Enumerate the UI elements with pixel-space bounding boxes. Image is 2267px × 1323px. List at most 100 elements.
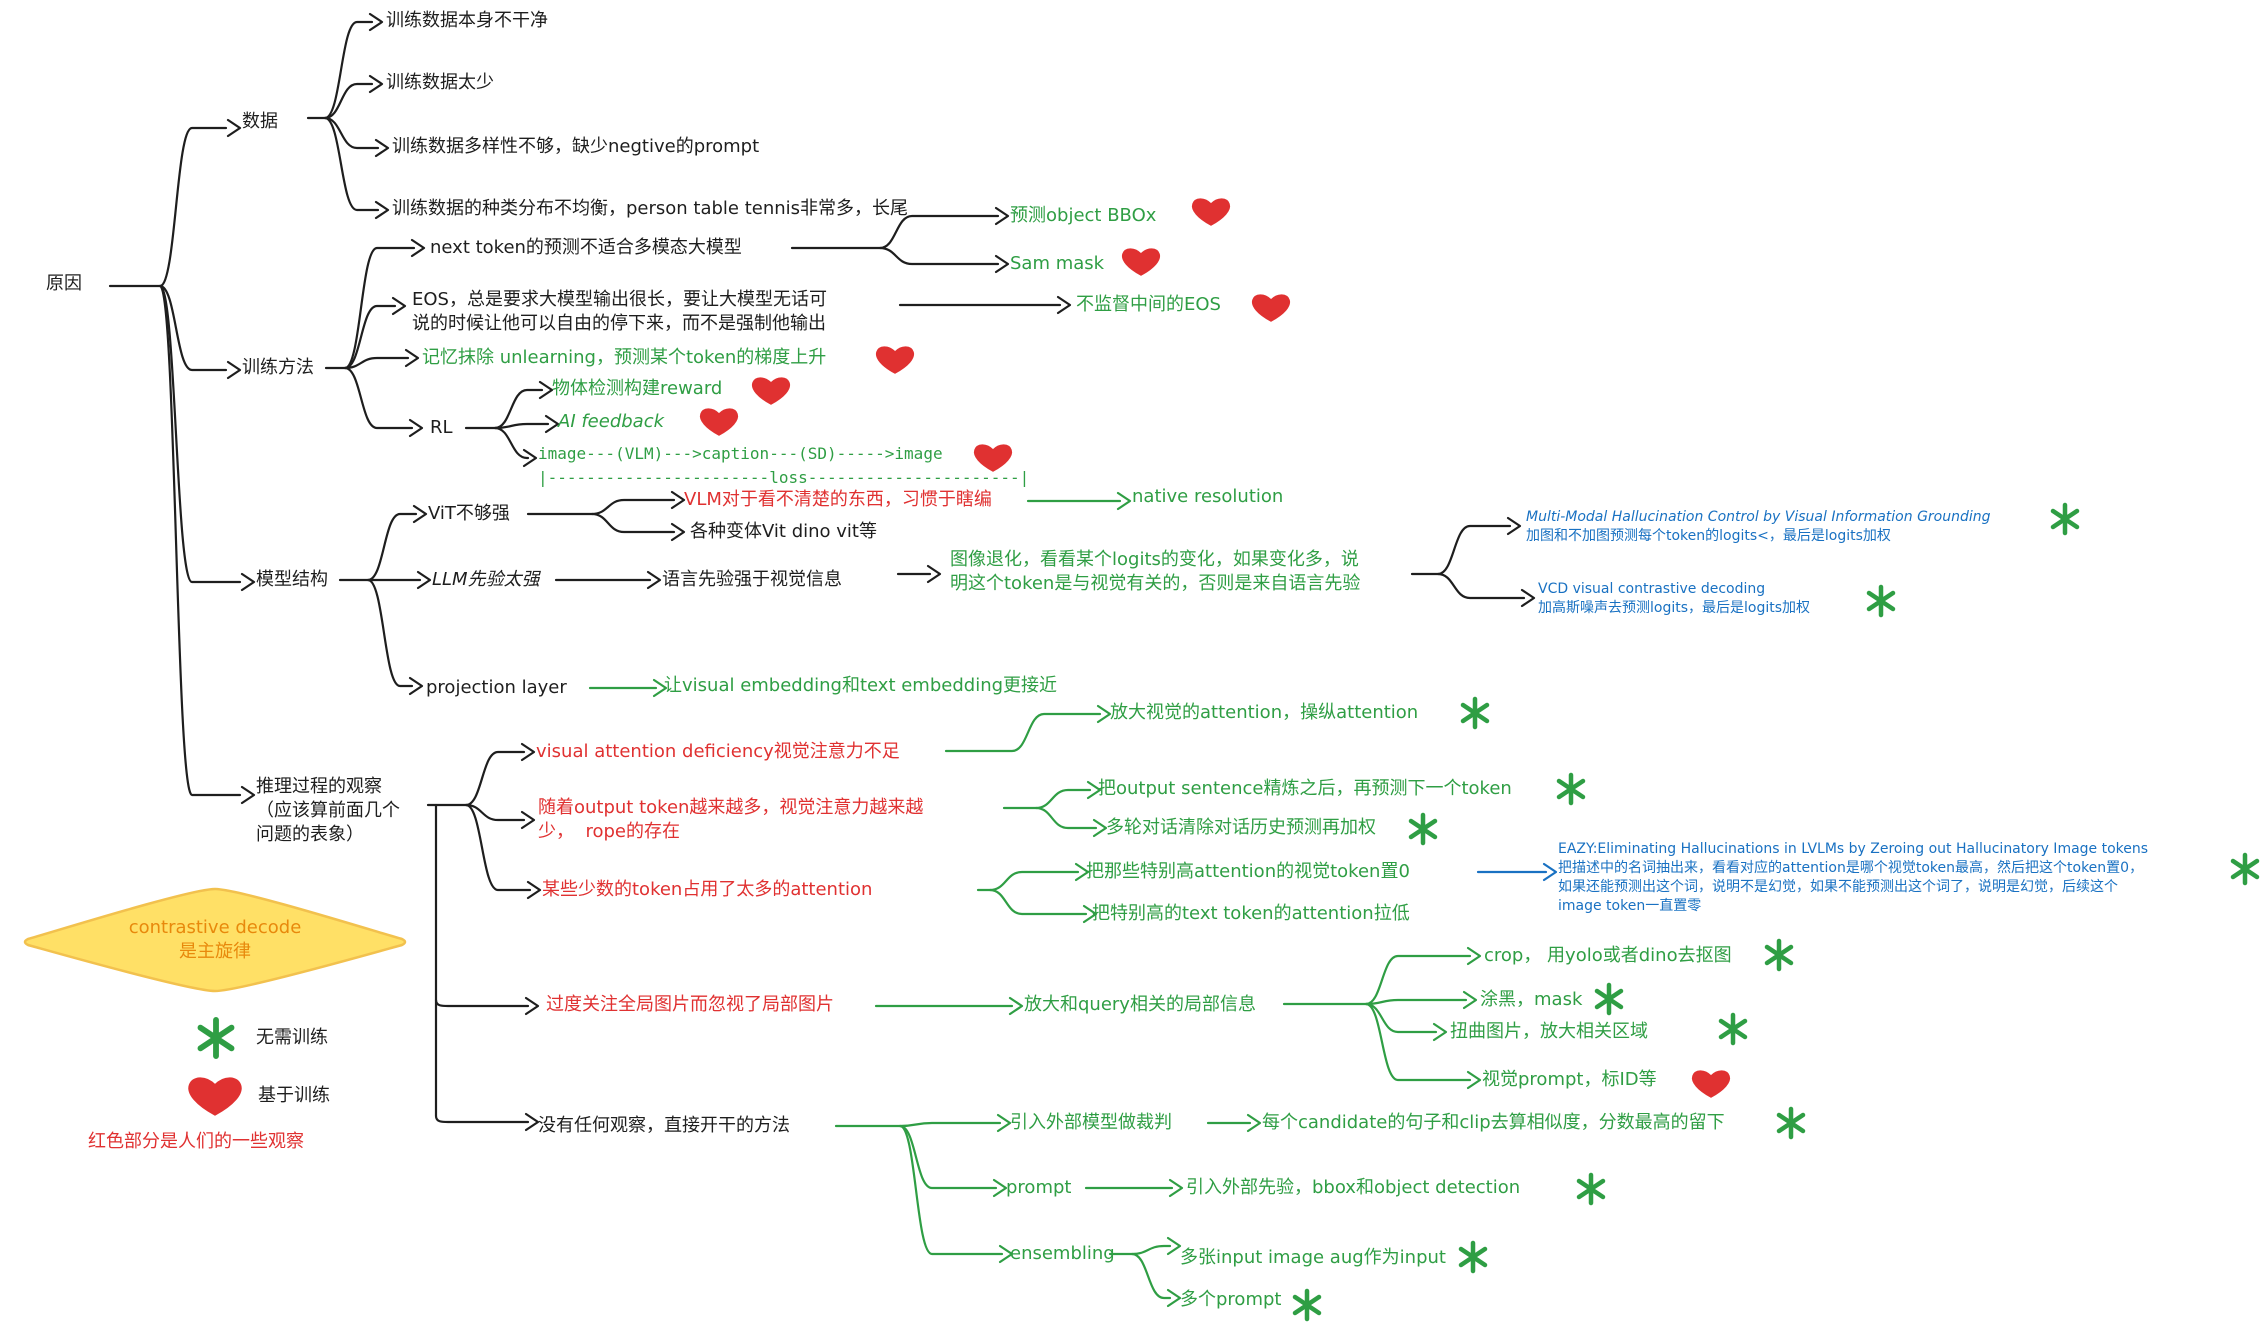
native-resolution-node: native resolution xyxy=(1132,486,1284,507)
red-heart-icon xyxy=(751,377,791,405)
green-asterisk-icon xyxy=(1594,982,1624,1016)
degradation-line: 明这个token是与视觉有关的，否则是来自语言先验 xyxy=(950,573,1361,594)
green-asterisk-icon xyxy=(1458,1240,1488,1274)
green-asterisk-icon xyxy=(1576,1172,1606,1206)
green-asterisk-icon xyxy=(2050,502,2080,536)
longer-output-line: 少， rope的存在 xyxy=(538,821,680,842)
red-heart-icon xyxy=(1251,294,1291,322)
red-heart-icon xyxy=(1691,1070,1731,1098)
multi-prompt-node: 多个prompt xyxy=(1180,1289,1282,1310)
vit-variants-node: 各种变体Vit dino vit等 xyxy=(690,521,877,542)
attention-deficiency-node: visual attention deficiency视觉注意力不足 xyxy=(536,741,900,762)
visual-prompt-node: 视觉prompt，标ID等 xyxy=(1482,1069,1657,1090)
legend-red-note: 红色部分是人们的一些观察 xyxy=(88,1131,304,1152)
paper-mhc-node: Multi-Modal Hallucination Control by Vis… xyxy=(1526,508,1991,546)
bbox-node: 预测object BBOx xyxy=(1010,205,1157,226)
green-asterisk-icon xyxy=(1460,696,1490,730)
red-heart-icon xyxy=(875,346,915,374)
amplify-attention-node: 放大视觉的attention，操纵attention xyxy=(1110,702,1419,723)
green-asterisk-icon xyxy=(2230,852,2260,886)
branch-data: 数据 xyxy=(242,111,278,132)
crop-node: crop， 用yolo或者dino去抠图 xyxy=(1484,945,1732,966)
clip-score-node: 每个candidate的句子和clip去算相似度，分数最高的留下 xyxy=(1262,1112,1725,1133)
data-item: 训练数据的种类分布不均衡，person table tennis非常多，长尾 xyxy=(392,198,909,219)
paper-vcd-node: VCD visual contrastive decoding 加高斯噪声去预测… xyxy=(1538,580,1810,618)
vlm-hallucinate-node: VLM对于看不清楚的东西，习惯于瞎编 xyxy=(684,489,992,510)
inference-line: 问题的表象） xyxy=(256,824,364,845)
green-asterisk-icon xyxy=(1718,1012,1748,1046)
paper-title: Multi-Modal Hallucination Control by Vis… xyxy=(1526,509,1991,525)
ai-feedback-node: AI feedback xyxy=(558,411,665,432)
paper-title: VCD visual contrastive decoding xyxy=(1538,581,1766,597)
green-asterisk-icon xyxy=(197,1016,235,1060)
longer-output-line: 随着output token越来越多，视觉注意力越来越 xyxy=(538,797,924,818)
refine-output-node: 把output sentence精炼之后，再预测下一个token xyxy=(1098,778,1512,799)
inference-line: （应该算前面几个 xyxy=(256,800,400,821)
green-asterisk-icon xyxy=(1556,772,1586,806)
local-info-node: 放大和query相关的局部信息 xyxy=(1024,994,1256,1015)
unlearning-node: 记忆抹除 unlearning，预测某个token的梯度上升 xyxy=(422,347,827,368)
red-heart-icon xyxy=(699,408,739,436)
sam-mask-node: Sam mask xyxy=(1010,253,1105,274)
distort-node: 扭曲图片，放大相关区域 xyxy=(1450,1021,1648,1042)
rl-reward-node: 物体检测构建reward xyxy=(552,378,723,399)
longer-output-node: 随着output token越来越多，视觉注意力越来越 少， rope的存在 xyxy=(538,796,923,844)
red-heart-icon xyxy=(1121,248,1161,276)
paper-desc: 加高斯噪声去预测logits，最后是logits加权 xyxy=(1538,600,1811,616)
multi-image-node: 多张input image aug作为input xyxy=(1180,1247,1446,1268)
prompt-node: prompt xyxy=(1006,1177,1072,1198)
red-heart-icon xyxy=(1191,198,1231,226)
no-observation-node: 没有任何观察，直接开干的方法 xyxy=(538,1115,790,1136)
zero-visual-token-node: 把那些特别高attention的视觉token置0 xyxy=(1086,861,1410,882)
green-asterisk-icon xyxy=(1866,584,1896,618)
contrastive-decode-diamond xyxy=(23,887,407,993)
branch-training: 训练方法 xyxy=(242,357,314,378)
eos-supervision-node: 不监督中间的EOS xyxy=(1076,294,1221,315)
paper-title: EAZY:Eliminating Hallucinations in LVLMs… xyxy=(1558,841,2149,857)
contrastive-decode-label: contrastive decode 是主旋律 xyxy=(20,885,410,995)
legend-no-training: 无需训练 xyxy=(256,1027,328,1048)
clear-history-node: 多轮对话清除对话历史预测再加权 xyxy=(1106,817,1376,838)
global-focus-node: 过度关注全局图片而忽视了局部图片 xyxy=(546,994,834,1015)
next-token-node: next token的预测不适合多模态大模型 xyxy=(430,237,742,258)
vit-node: ViT不够强 xyxy=(428,503,510,524)
green-asterisk-icon xyxy=(1776,1106,1806,1140)
branch-architecture: 模型结构 xyxy=(256,569,328,590)
blackout-node: 涂黑，mask xyxy=(1480,989,1583,1010)
lower-text-token-node: 把特别高的text token的attention拉低 xyxy=(1092,903,1410,924)
pipeline-line: image---(VLM)--->caption---(SD)----->ima… xyxy=(538,444,943,463)
eos-node: EOS，总是要求大模型输出很长，要让大模型无话可 说的时候让他可以自由的停下来，… xyxy=(412,288,827,336)
data-item: 训练数据太少 xyxy=(386,72,494,93)
pipeline-line: |-----------------------loss------------… xyxy=(538,468,1030,487)
paper-desc: 如果还能预测出这个词，说明不是幻觉，如果不能预测出这个词了，说明是幻觉，后续这个 xyxy=(1558,879,2118,895)
external-judge-node: 引入外部模型做裁判 xyxy=(1010,1112,1172,1133)
few-tokens-node: 某些少数的token占用了太多的attention xyxy=(542,879,873,900)
rl-pipeline-node: image---(VLM)--->caption---(SD)----->ima… xyxy=(538,442,1029,490)
eos-line: EOS，总是要求大模型输出很长，要让大模型无话可 xyxy=(412,289,827,310)
data-item: 训练数据本身不干净 xyxy=(386,10,548,31)
data-item: 训练数据多样性不够，缺少negtive的prompt xyxy=(392,136,760,157)
eos-line: 说的时候让他可以自由的停下来，而不是强制他输出 xyxy=(412,313,826,334)
red-heart-icon xyxy=(973,444,1013,472)
ensembling-node: ensembling xyxy=(1010,1243,1115,1264)
projection-node: projection layer xyxy=(426,677,567,698)
degradation-node: 图像退化，看看某个logits的变化，如果变化多，说 明这个token是与视觉有… xyxy=(950,548,1360,596)
root-node: 原因 xyxy=(46,273,82,294)
paper-eazy-node: EAZY:Eliminating Hallucinations in LVLMs… xyxy=(1558,840,2148,916)
paper-desc: 把描述中的名词抽出来，看看对应的attention是哪个视觉token最高，然后… xyxy=(1558,860,2144,876)
paper-desc: 加图和不加图预测每个token的logits<，最后是logits加权 xyxy=(1526,528,1891,544)
branch-inference: 推理过程的观察 （应该算前面几个 问题的表象） xyxy=(256,775,400,847)
red-heart-icon xyxy=(188,1077,242,1116)
rl-node: RL xyxy=(430,417,453,438)
green-asterisk-icon xyxy=(1292,1288,1322,1322)
language-prior-node: 语言先验强于视觉信息 xyxy=(662,569,842,590)
green-asterisk-icon xyxy=(1764,938,1794,972)
llm-prior-node: LLM先验太强 xyxy=(432,569,540,590)
paper-desc: image token一直置零 xyxy=(1558,898,1702,914)
legend-training-based: 基于训练 xyxy=(258,1085,330,1106)
projection-goal-node: 让visual embedding和text embedding更接近 xyxy=(664,675,1058,696)
diamond-line: contrastive decode xyxy=(128,917,302,938)
green-asterisk-icon xyxy=(1408,812,1438,846)
